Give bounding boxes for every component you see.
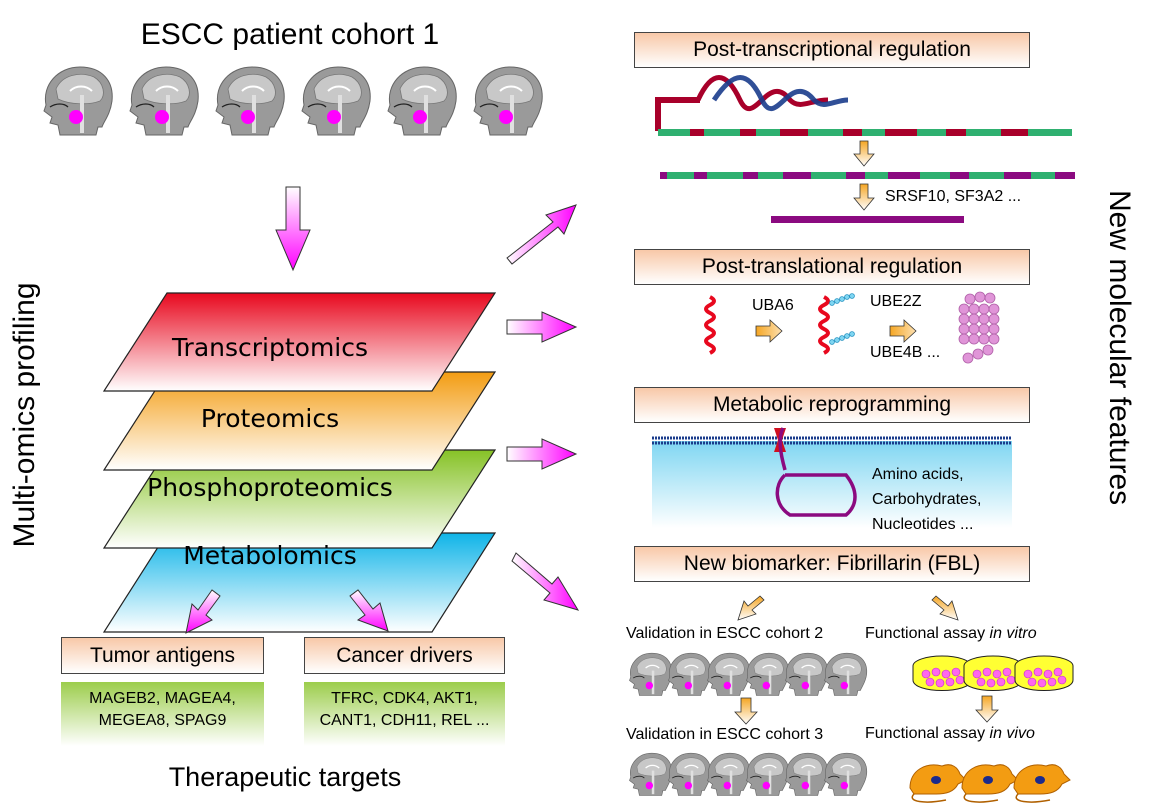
metabolic-reprogramming-header: Metabolic reprogramming [634,387,1030,423]
cohort1-title: ESCC patient cohort 1 [140,18,440,51]
arrow-down-right-icon [349,589,389,632]
cell-membrane-illustration [652,436,1012,528]
enzyme-label-uba6: UBA6 [752,297,794,314]
splicing-factors-label: SRSF10, SF3A2 ... [885,188,1022,205]
post-translational-header: Post-translational regulation [634,249,1030,285]
cohort3-patients-illustration [628,752,868,797]
gene-structure-illustration [655,75,1072,136]
mrna-isoform-illustration [660,172,1075,179]
arrow-right-icon [755,319,783,343]
validation-cohort2-label: Validation in ESCC cohort 2 [626,625,824,642]
ubiquitinated-protein-icon [818,293,855,355]
metabolite-classes: Amino acids, Carbohydrates, Nucleotides … [872,462,981,537]
layer-label-phosphoproteomics: Phosphoproteomics [147,473,393,502]
enzyme-label-ube4b: UBE4B ... [870,344,941,361]
assay-condition: in vitro [989,625,1037,642]
validation-cohort3-label: Validation in ESCC cohort 3 [626,726,824,743]
arrow-down-right-icon [511,552,580,611]
arrow-down-left-icon [737,595,765,621]
layer-label-transcriptomics: Transcriptomics [171,333,369,362]
arrow-down-icon [275,186,311,272]
mice-illustration [909,764,1071,803]
metabolite-class: Nucleotides ... [872,516,974,533]
arrow-right-icon [506,438,578,470]
therapeutic-targets-label: Therapeutic targets [168,762,402,792]
post-transcriptional-header: Post-transcriptional regulation [634,32,1030,68]
petri-dishes-illustration [912,655,1074,691]
arrow-up-right-icon [506,204,577,265]
layer-label-proteomics: Proteomics [200,404,340,433]
arrow-down-icon [734,697,758,725]
gene-list-line: CANT1, CDH11, REL ... [319,712,490,729]
arrow-right-icon [889,319,917,343]
enzyme-label-ube2z: UBE2Z [870,293,922,310]
protein-chain-icon [704,295,716,355]
cohort2-patients-illustration [628,652,868,697]
tumor-antigens-header: Tumor antigens [61,637,264,674]
proteasome-icon [958,291,1000,364]
arrow-down-icon [853,140,875,167]
invivo-assay-label: Functional assay in vivo [865,725,1035,743]
spliced-mrna-bar [771,216,964,223]
invitro-assay-label: Functional assay in vitro [865,625,1037,643]
assay-condition: in vivo [989,725,1035,742]
gene-list-line: MAGEB2, MAGEA4, [89,690,236,707]
layer-label-metabolomics: Metabolomics [183,541,357,570]
cancer-drivers-genes: TFRC, CDK4, AKT1, CANT1, CDH11, REL ... [304,682,505,746]
gene-list-line: MEGEA8, SPAG9 [98,712,227,729]
gene-list-line: TFRC, CDK4, AKT1, [331,690,478,707]
arrow-down-icon [853,183,875,211]
arrow-down-left-icon [185,589,221,634]
assay-prefix: Functional assay [865,625,990,642]
layer-transcriptomics [102,292,497,392]
tumor-marker-icon [69,110,83,124]
biomarker-header: New biomarker: Fibrillarin (FBL) [634,546,1030,582]
arrow-down-right-icon [931,595,959,621]
cancer-drivers-header: Cancer drivers [304,637,505,674]
arrow-down-icon [975,695,999,723]
tumor-antigens-genes: MAGEB2, MAGEA4, MEGEA8, SPAG9 [61,682,264,746]
assay-prefix: Functional assay [865,725,990,742]
new-molecular-features-label: New molecular features [1103,190,1136,506]
cohort1-patients-illustration [43,66,544,136]
multi-omics-label: Multi-omics profiling [8,282,41,548]
metabolite-class: Amino acids, [872,466,964,483]
metabolite-class: Carbohydrates, [872,491,982,508]
arrow-right-icon [506,311,578,343]
metabolic-cycle-icon [775,427,857,517]
